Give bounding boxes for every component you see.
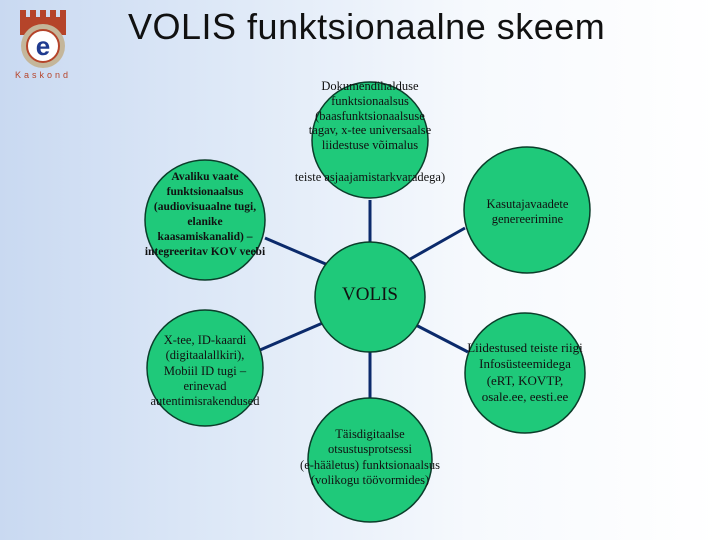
connector-right-lower (409, 320, 469, 354)
node-avalikuvaate-label: Avaliku vaate funktsionaalsus (audiovisu… (144, 171, 266, 258)
node-autentimine-circle (146, 309, 264, 427)
node-kasutajavaated-label: Kasutajavaadete genereerimine (486, 197, 569, 226)
node-volis-circle (314, 241, 426, 353)
connector-right-upper (404, 226, 466, 264)
connector-left-upper (264, 236, 336, 270)
logo-letter: e (36, 31, 50, 61)
node-avalikuvaate-circle (144, 159, 266, 281)
page-title: VOLIS funktsionaalne skeem (128, 6, 606, 47)
kaskond-logo: e Kaskond (15, 10, 71, 80)
node-dokumendihaldus-label-last: teiste asjaajamistarkvaradega) (294, 170, 446, 184)
node-liidestused-circle (464, 312, 586, 434)
node-dokumendihaldus-label: Dokumendihalduse funktsionaalsus (baasfu… (308, 79, 432, 152)
connector-left-lower (259, 320, 326, 352)
node-volis-label: VOLIS (342, 284, 398, 305)
node-taisdigitaalne-label: Täisdigitaalse otsustusprotsessi (e-hääl… (300, 427, 440, 487)
node-dokumendihaldus-circle (311, 81, 429, 199)
node-kasutajavaated-circle (463, 146, 591, 274)
node-liidestused-label: Liidestused teiste riigi Infosüsteemideg… (467, 340, 583, 404)
node-taisdigitaalne-circle (307, 397, 433, 523)
nodes (144, 81, 591, 523)
node-autentimine-label: X-tee, ID-kaardi (digitaalallkiri), Mobi… (150, 333, 260, 408)
logo-ring-text: Kaskond (15, 70, 71, 80)
connectors (259, 200, 469, 398)
